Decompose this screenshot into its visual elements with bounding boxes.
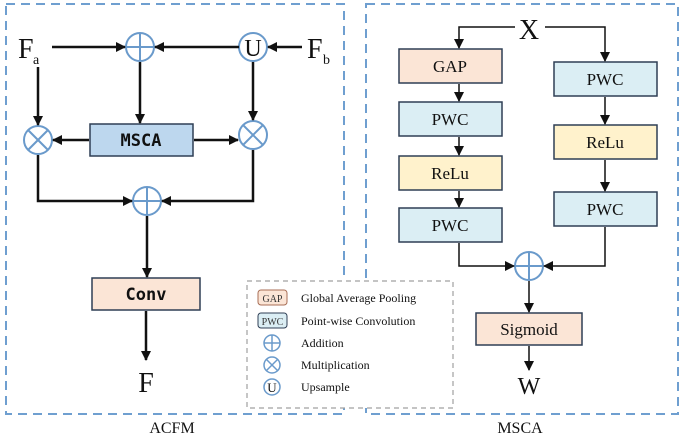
msca-right-relu-block: ReLu xyxy=(553,124,658,160)
msca-input-label: X xyxy=(519,15,539,46)
legend-multiplication-text: Multiplication xyxy=(301,358,370,372)
msca-left-gap-block: GAP xyxy=(398,48,503,84)
acfm-input-a-sub: a xyxy=(33,53,40,68)
legend-item-pwc: PWC Point-wise Convolution xyxy=(257,312,415,329)
msca-right-pwc-label: PWC xyxy=(587,70,624,89)
legend-multiplication-icon xyxy=(263,356,281,374)
arrow-x-to-right-pwc xyxy=(545,26,610,62)
arrow-right-pwc2-to-addition xyxy=(543,227,606,271)
msca-panel-border xyxy=(365,3,679,415)
acfm-input-b-label: F b xyxy=(307,34,330,68)
legend-upsample-icon: U xyxy=(263,378,281,396)
arrow-x-to-gap xyxy=(454,26,515,49)
legend-item-gap: GAP Global Average Pooling xyxy=(257,289,416,306)
legend-pwc-symbol: PWC xyxy=(262,317,284,328)
acfm-upsample-icon: U xyxy=(238,32,268,62)
msca-right-relu-label: ReLu xyxy=(586,133,624,152)
acfm-output-label: F xyxy=(138,368,154,399)
legend-item-upsample: U Upsample xyxy=(263,378,350,396)
acfm-msca-block: MSCA xyxy=(89,123,194,157)
acfm-input-b-sub: b xyxy=(323,53,330,68)
acfm-msca-label: MSCA xyxy=(121,131,162,151)
msca-output-label: W xyxy=(518,374,541,400)
acfm-middle-addition-icon xyxy=(132,186,162,216)
acfm-arrows xyxy=(33,42,302,361)
legend-upsample-symbol: U xyxy=(267,380,277,395)
legend-pwc-text: Point-wise Convolution xyxy=(301,314,415,328)
legend-addition-icon xyxy=(263,334,281,352)
acfm-conv-label: Conv xyxy=(126,285,167,305)
msca-right-pwc-block: PWC xyxy=(553,61,658,97)
acfm-conv-block: Conv xyxy=(91,277,201,311)
acfm-right-multiplication-icon xyxy=(238,120,268,150)
msca-left-pwc2-block: PWC xyxy=(398,207,503,243)
acfm-left-multiplication-icon xyxy=(23,125,53,155)
acfm-input-a-label: F a xyxy=(18,34,40,68)
msca-left-pwc2-label: PWC xyxy=(432,216,469,235)
acfm-caption: ACFM xyxy=(149,420,194,435)
msca-left-pwc-label: PWC xyxy=(432,110,469,129)
legend-item-multiplication: Multiplication xyxy=(263,356,370,374)
acfm-input-b-base: F xyxy=(307,34,323,65)
arrow-left-pwc2-to-addition xyxy=(458,243,515,271)
msca-sigmoid-label: Sigmoid xyxy=(500,320,558,339)
acfm-top-addition-icon xyxy=(125,32,155,62)
msca-right-pwc2-label: PWC xyxy=(587,200,624,219)
acfm-panel-border xyxy=(5,3,345,415)
legend-gap-text: Global Average Pooling xyxy=(301,291,416,305)
msca-left-relu-label: ReLu xyxy=(431,164,469,183)
msca-right-pwc2-block: PWC xyxy=(553,191,658,227)
msca-left-pwc-block: PWC xyxy=(398,101,503,137)
acfm-upsample-symbol: U xyxy=(244,36,261,62)
legend-item-addition: Addition xyxy=(263,334,344,352)
msca-left-gap-label: GAP xyxy=(433,57,467,76)
arrow-right-multiplication-to-addition xyxy=(161,150,255,206)
legend-addition-text: Addition xyxy=(301,336,344,350)
legend-gap-symbol: GAP xyxy=(262,294,282,305)
msca-sigmoid-block: Sigmoid xyxy=(475,312,583,346)
msca-addition-icon xyxy=(514,251,544,281)
msca-arrows xyxy=(454,26,610,371)
arrow-left-multiplication-to-addition xyxy=(36,155,133,206)
legend-upsample-text: Upsample xyxy=(301,380,350,394)
msca-caption: MSCA xyxy=(497,420,543,435)
acfm-input-a-base: F xyxy=(18,34,34,65)
msca-left-relu-block: ReLu xyxy=(398,155,503,191)
